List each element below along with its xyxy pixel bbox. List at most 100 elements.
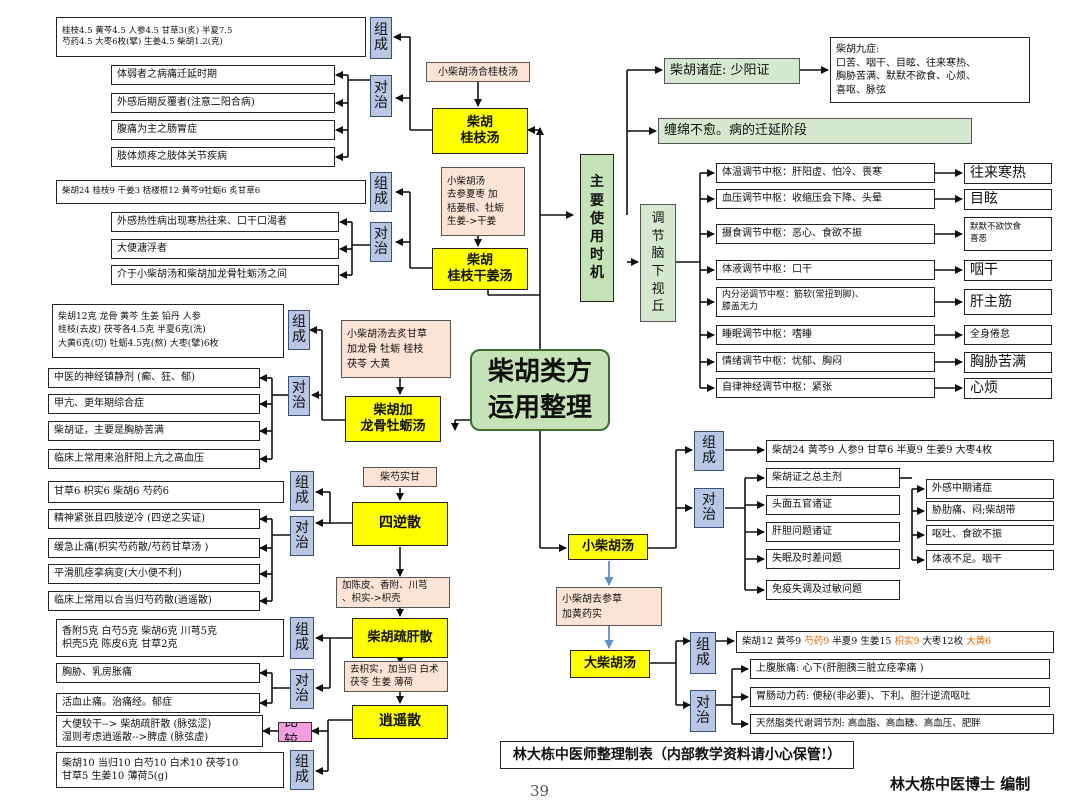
si-ni-indication-3: 平滑肌痉挛病变(大小便不利) <box>48 564 260 584</box>
shu-gan-indication-tag: 对 治 <box>290 669 314 709</box>
main-timing-label: 主 要 使 用 时 机 <box>580 154 614 302</box>
syndrome-box: 柴胡诸症: 少阳证 <box>664 58 800 84</box>
long-mu-modification: 小柴胡汤去炙甘草 加龙骨 牡蛎 桂枝 茯苓 大黄 <box>341 320 451 378</box>
da-chai-hu-indication-3: 天然脂类代谢调节剂: 高血脂、高血糖、高血压、肥胖 <box>750 714 1054 734</box>
da-chai-hu-composition: 柴胡12 黄芩9 芍药9 半夏9 生姜15 枳实9 大枣12枚 大黄6 <box>736 631 1054 653</box>
shu-gan-formula: 柴胡疏肝散 <box>352 618 448 658</box>
long-mu-indication-3: 柴胡证，主要是胸胁苦满 <box>48 421 260 441</box>
lingering-box: 缠绵不愈。病的迁延阶段 <box>658 118 972 144</box>
da-composition-part-6: 大黄6 <box>966 635 992 647</box>
gan-jiang-composition: 柴胡24 桂枝9 干姜3 栝楼根12 黄芩9牡蛎6 炙甘草6 <box>56 180 366 204</box>
shu-gan-composition: 香附5克 白芍5克 柴胡6克 川芎5克 枳壳5克 陈皮6克 甘草2克 <box>56 619 284 657</box>
xiao-chai-hu-indication-1: 柴胡证之总主剂 <box>766 468 900 488</box>
gan-jiang-formula: 柴胡 桂枝干姜汤 <box>432 248 528 290</box>
gui-zhi-formula: 柴胡 桂枝汤 <box>432 108 528 154</box>
gan-jiang-indication-2: 大便溏浮者 <box>111 239 339 259</box>
si-ni-modification: 柴芍实甘 <box>363 467 437 487</box>
long-mu-composition-tag: 组 成 <box>288 310 310 350</box>
xiao-chai-hu-sub-4: 体液不足。咽干 <box>926 550 1054 570</box>
da-composition-part-2: 芍药9 <box>804 635 830 647</box>
da-chai-hu-indication-2: 胃肠动力药: 便秘(非必要)、下利、胆汁逆流呕吐 <box>750 687 1050 707</box>
xiao-chai-hu-sub-3: 呕吐、食欲不振 <box>926 525 1054 545</box>
regulation-symptom-3: 默默不欲饮食 喜恶 <box>964 217 1052 251</box>
long-mu-formula: 柴胡加 龙骨牡蛎汤 <box>345 396 441 442</box>
gan-jiang-indication-tag: 对 治 <box>370 222 392 262</box>
regulation-center-1: 体温调节中枢：肝阳虚、怕冷、畏寒 <box>716 163 935 183</box>
da-composition-part-1: 柴胡12 黄芩9 <box>742 635 805 647</box>
si-ni-indication-tag: 对 治 <box>290 516 314 556</box>
xiao-chai-hu-indication-3: 肝胆问题诸证 <box>766 522 900 542</box>
nine-symptoms-box: 柴胡九症: 口苦、咽干、目眩、往来寒热、 胸胁苦满、默默不欲食、心烦、 喜呕、脉… <box>830 37 1030 103</box>
xiao-yao-composition-tag: 组 成 <box>290 750 314 790</box>
regulation-center-3: 摄食调节中枢：恶心、食欲不振 <box>716 224 935 244</box>
regulation-symptom-6: 全身倦怠 <box>964 325 1052 345</box>
xiao-chai-hu-sub-2: 胁肋痛、闷;柴胡带 <box>926 501 1054 521</box>
si-ni-indication-2: 缓急止痛(枳实芍药散/芍药甘草汤 ) <box>48 538 260 558</box>
da-composition-part-5: 大枣12枚 <box>919 635 967 647</box>
xiao-yao-modification: 去枳实，加当归 白术 茯苓 生姜 薄荷 <box>344 661 448 692</box>
regulation-center-7: 情绪调节中枢：忧郁、胸闷 <box>716 352 935 372</box>
regulation-symptom-8: 心烦 <box>964 378 1052 399</box>
gan-jiang-indication-1: 外感热性病出现寒热往来、口干口渴者 <box>111 212 339 232</box>
xiao-chai-hu-indication-5: 免疫失调及过敏问题 <box>766 580 900 600</box>
regulation-symptom-4: 咽干 <box>964 260 1052 281</box>
da-composition-part-3: 半夏9 生姜15 <box>829 635 895 647</box>
da-chai-hu-indication-1: 上腹胀痛: 心下(肝胆胰三脏立痉挛痛 ) <box>750 659 1050 679</box>
xiao-yao-composition: 柴胡10 当归10 白芍10 白术10 茯苓10 甘草5 生姜10 薄荷5(g) <box>56 752 284 788</box>
regulation-symptom-7: 胸胁苦满 <box>964 352 1052 373</box>
author-credit: 林大栋中医博士 编制 <box>890 775 1031 793</box>
long-mu-composition: 柴胡12克 龙骨 黄芩 生姜 铅丹 人参 桂枝(去皮) 茯苓各4.5克 半夏6克… <box>52 304 284 358</box>
regulation-center-5: 内分泌调节中枢：筋软(常扭到脚)、 膝盖无力 <box>716 287 935 317</box>
da-chai-hu-composition-tag: 组 成 <box>690 632 716 674</box>
regulation-center-6: 睡眠调节中枢：嗜睡 <box>716 325 935 345</box>
gui-zhi-indication-3: 腹痛为主之肠胃症 <box>111 120 335 140</box>
gui-zhi-source: 小柴胡汤合桂枝汤 <box>426 62 530 82</box>
regulation-symptom-5: 肝主筋 <box>964 289 1052 315</box>
gui-zhi-indication-1: 体弱者之病痛迁延时期 <box>111 65 335 85</box>
page-number: 39 <box>530 782 550 800</box>
xiao-yao-formula: 逍遥散 <box>352 705 448 739</box>
gan-jiang-indication-3: 介于小柴胡汤和柴胡加龙骨牡蛎汤之间 <box>111 265 339 285</box>
xiao-chai-hu-indication-2: 头面五官诸证 <box>766 495 900 515</box>
center-title: 柴胡类方 运用整理 <box>470 349 610 431</box>
gan-jiang-composition-tag: 组 成 <box>370 172 392 212</box>
compare-tag: 比较 <box>278 722 312 742</box>
si-ni-indication-4: 临床上常用以合当归芍药散(逍遥散) <box>48 591 260 611</box>
long-mu-indication-4: 临床上常用来治肝阳上亢之高血压 <box>48 449 260 469</box>
long-mu-indication-1: 中医的神经镇静剂 (癫、狂、郁) <box>48 368 260 388</box>
shu-gan-indication-1: 胸胁、乳房胀痛 <box>56 663 260 683</box>
xiao-chai-hu-composition-tag: 组 成 <box>694 431 724 471</box>
xiao-chai-hu-sub-1: 外感中期诸症 <box>926 479 1054 499</box>
gui-zhi-indication-tag: 对 治 <box>370 75 392 117</box>
long-mu-indication-2: 甲亢、更年期综合症 <box>48 394 260 414</box>
xiao-chai-hu-composition: 柴胡24 黄芩9 人参9 甘草6 半夏9 生姜9 大枣4枚 <box>766 440 1054 462</box>
xiao-yao-comparison: 大便较干--> 柴胡疏肝散 (脉弦涩) 湿则考虑逍遥散-->脾虚 (脉弦虚) <box>56 715 263 747</box>
long-mu-indication-tag: 对 治 <box>288 376 310 416</box>
gan-jiang-modification: 小柴胡汤 去参夏枣 加 栝蒌根、牡蛎 生姜->干姜 <box>441 167 525 236</box>
si-ni-formula: 四逆散 <box>352 502 448 546</box>
hypothalamus-label: 调 节 脑 下 视 丘 <box>640 204 676 322</box>
footer-note: 林大栋中医师整理制表（内部教学资料请小心保管!） <box>500 741 854 769</box>
gui-zhi-indication-2: 外感后期反覆者(注意二阳合病) <box>111 93 335 113</box>
gui-zhi-composition-tag: 组 成 <box>370 17 392 59</box>
regulation-center-4: 体液调节中枢：口干 <box>716 260 935 280</box>
gui-zhi-indication-4: 肢体烦疼之肢体关节疾病 <box>111 147 335 167</box>
xiao-chai-hu-indication-4: 失眠及时差问题 <box>766 549 900 569</box>
regulation-symptom-1: 往来寒热 <box>964 163 1052 184</box>
regulation-center-8: 自律神经调节中枢：紧张 <box>716 378 935 398</box>
shu-gan-indication-2: 活血止痛。治痛经。郁症 <box>56 693 260 713</box>
da-chai-hu-indication-tag: 对 治 <box>690 690 716 732</box>
si-ni-composition: 甘草6 枳实6 柴胡6 芍药6 <box>48 481 284 503</box>
da-chai-hu-modification: 小柴胡去参草 加黄药实 <box>556 587 662 626</box>
regulation-symptom-2: 目眩 <box>964 189 1052 210</box>
da-composition-part-4: 枳实9 <box>894 635 920 647</box>
da-chai-hu-formula: 大柴胡汤 <box>570 650 650 678</box>
xiao-chai-hu-indication-tag: 对 治 <box>694 488 724 528</box>
regulation-center-2: 血压调节中枢：收缩压会下降、头晕 <box>716 189 935 209</box>
gui-zhi-composition: 桂枝4.5 黄芩4.5 人参4.5 甘草3(炙) 半夏7.5 芍药4.5 大枣6… <box>56 17 366 57</box>
shu-gan-composition-tag: 组 成 <box>290 617 314 659</box>
si-ni-indication-1: 精神紧张且四肢逆冷 (四逆之实证) <box>48 509 260 529</box>
shu-gan-modification: 加陈皮、香附、川芎 、枳实->枳壳 <box>336 577 450 608</box>
si-ni-composition-tag: 组 成 <box>290 471 314 511</box>
xiao-chai-hu-formula: 小柴胡汤 <box>568 534 648 560</box>
